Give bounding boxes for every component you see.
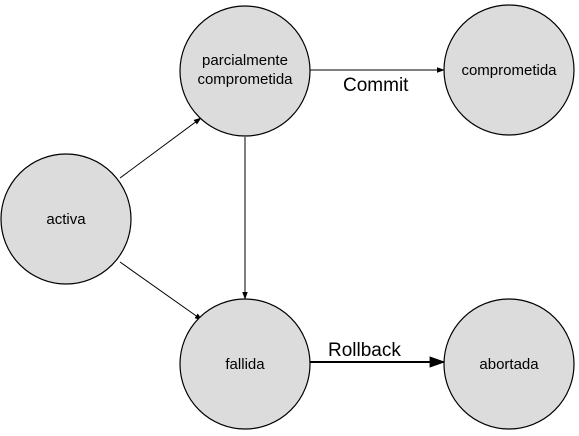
node-parcialmente-label-line2: comprometida bbox=[197, 71, 293, 88]
node-parcialmente-comprometida: parcialmente comprometida bbox=[179, 5, 311, 137]
node-activa-label: activa bbox=[46, 211, 86, 228]
rollback-label: Rollback bbox=[328, 340, 401, 361]
node-fallida: fallida bbox=[179, 298, 311, 430]
edge-activa-to-fallida bbox=[119, 261, 203, 321]
edge-activa-to-parcialmente bbox=[119, 117, 202, 179]
commit-label: Commit bbox=[343, 75, 409, 96]
node-comprometida-label: comprometida bbox=[461, 62, 557, 79]
node-activa: activa bbox=[0, 153, 132, 285]
node-parcialmente-label-line1: parcialmente bbox=[202, 52, 288, 69]
node-abortada: abortada bbox=[443, 298, 575, 430]
node-abortada-label: abortada bbox=[479, 356, 539, 373]
node-fallida-label: fallida bbox=[225, 356, 265, 373]
node-comprometida: comprometida bbox=[443, 4, 575, 136]
